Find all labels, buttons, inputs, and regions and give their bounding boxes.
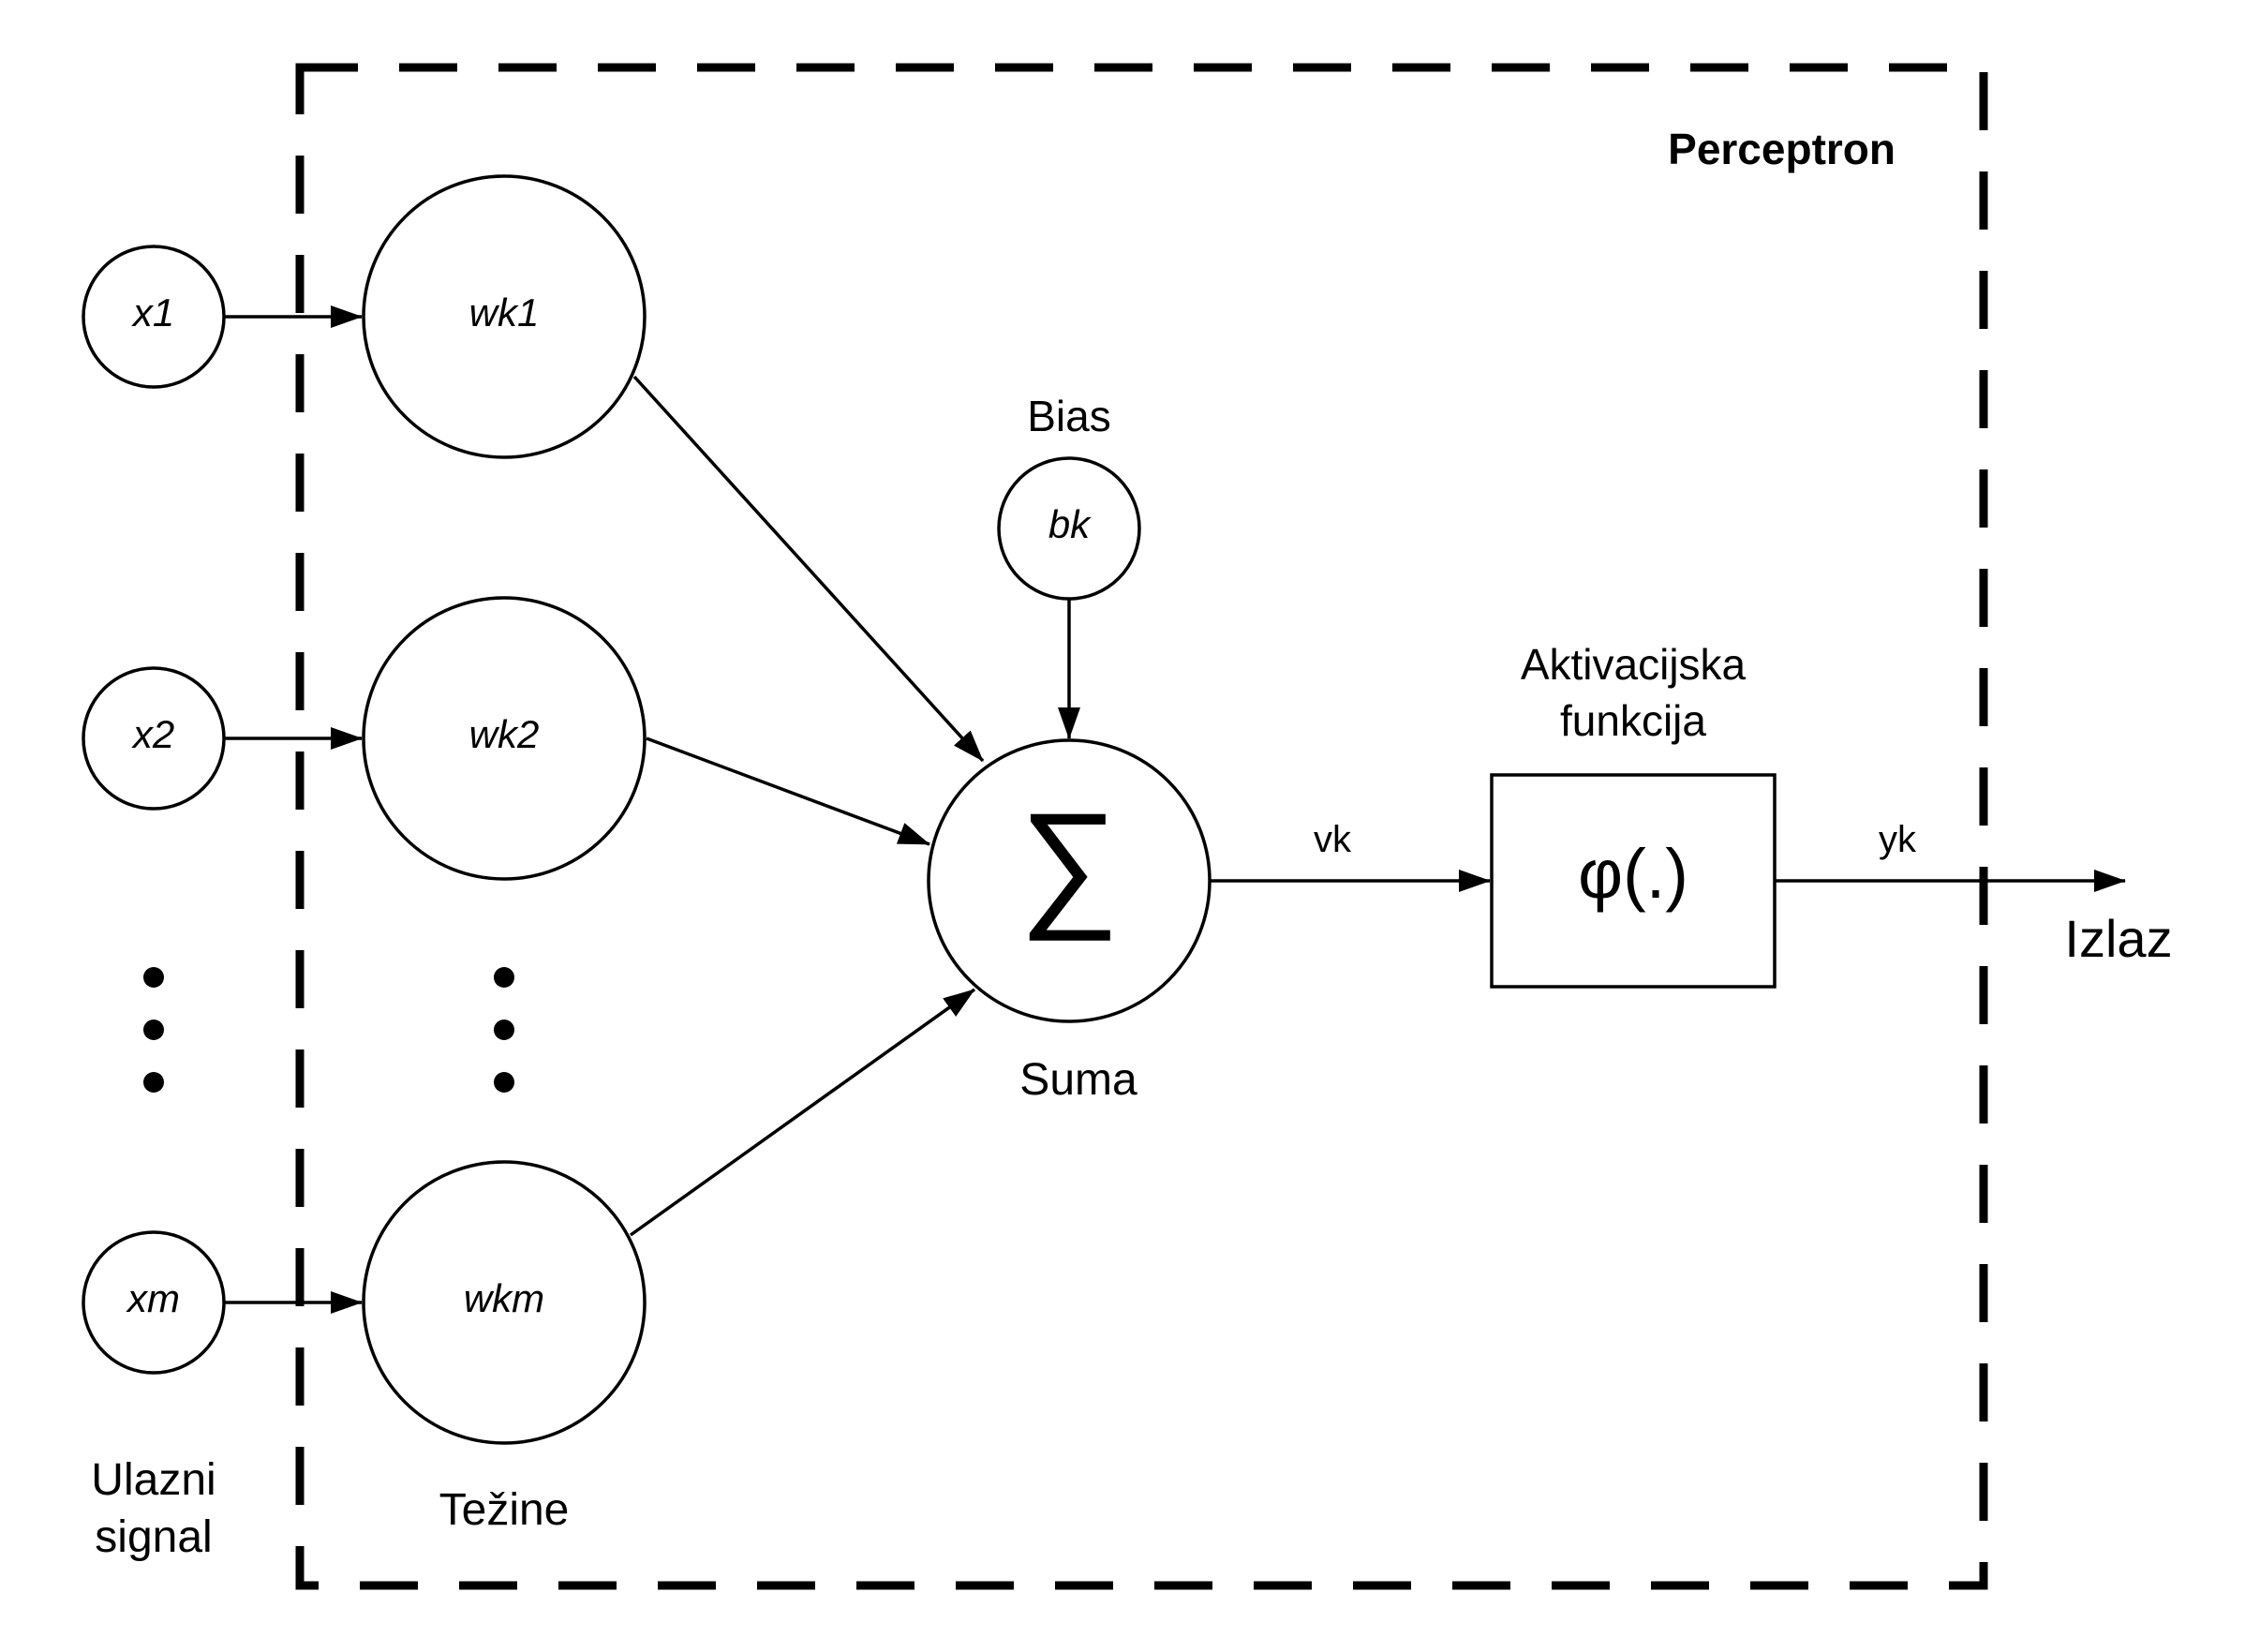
weight-node-wk1	[362, 174, 647, 459]
inputs-ellipsis	[143, 967, 164, 1093]
activation-heading-line2: funkcija	[1560, 696, 1706, 745]
activation-box	[1490, 773, 1777, 989]
weight-label-wk1: wk1	[469, 290, 540, 335]
activation-heading-line1: Aktivacijska	[1521, 640, 1747, 689]
input-label-x1: x1	[131, 290, 174, 335]
arrow-wk1-sum	[632, 375, 985, 763]
weight-node-wkm	[362, 1160, 647, 1445]
input-label-xm: xm	[126, 1276, 180, 1320]
arrow-wkm-sum	[629, 988, 976, 1237]
signal-yk-label: yk	[1879, 819, 1917, 860]
arrow-wk2-sum	[646, 737, 930, 846]
weights-group-label: Težine	[439, 1485, 570, 1535]
sum-label: Suma	[1019, 1055, 1137, 1105]
inputs-group-label-line2: signal	[95, 1512, 212, 1562]
weight-label-wkm: wkm	[464, 1276, 544, 1320]
input-label-x2: x2	[131, 712, 174, 756]
bias-label: bk	[1048, 502, 1092, 546]
perceptron-boundary	[295, 63, 1988, 1590]
perceptron-title: Perceptron	[1668, 125, 1896, 173]
bias-heading: Bias	[1027, 392, 1110, 440]
output-label: Izlaz	[2064, 909, 2172, 968]
weights-ellipsis	[494, 967, 514, 1093]
sum-symbol: ∑	[1019, 783, 1120, 941]
inputs-group-label-line1: Ulazni	[91, 1455, 216, 1505]
activation-symbol: φ(.)	[1578, 835, 1688, 913]
weight-label-wk2: wk2	[469, 712, 540, 756]
signal-vk-label: vk	[1314, 819, 1352, 860]
weight-node-wk2	[362, 596, 647, 881]
